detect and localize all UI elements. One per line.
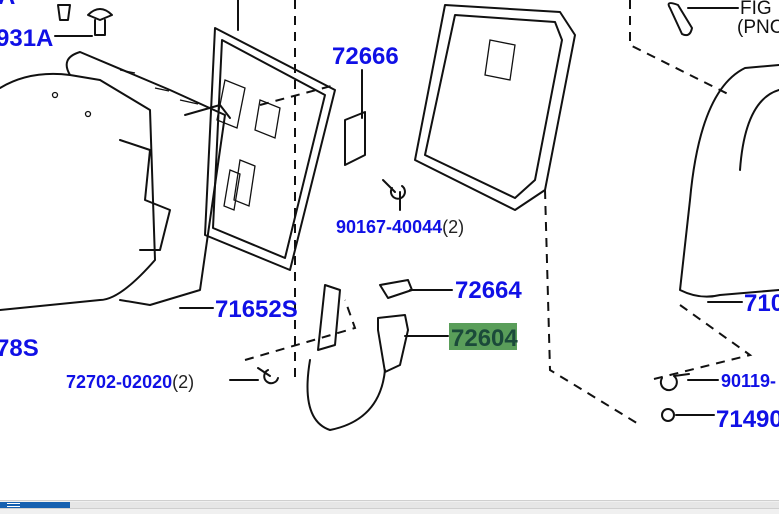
part-label-71490[interactable]: 71490 <box>716 406 779 433</box>
fig-reference-line1[interactable]: FIG <box>740 0 772 19</box>
part-label-a[interactable]: A <box>0 0 15 10</box>
seatback-panel-illustration <box>294 0 641 426</box>
part-label-78s[interactable]: 78S <box>0 335 39 362</box>
part-label-72664[interactable]: 72664 <box>455 277 522 304</box>
part-label-931a[interactable]: 931A <box>0 25 53 52</box>
scrollbar-track[interactable] <box>0 502 779 509</box>
quantity-72702: (2) <box>172 372 194 392</box>
part-label-71652s[interactable]: 71652S <box>215 296 298 323</box>
grip-icon <box>7 503 20 507</box>
part-label-710[interactable]: 710 <box>744 290 779 317</box>
leader-lines <box>54 7 743 416</box>
quantity-90167: (2) <box>442 217 464 237</box>
part-label-90167-40044-group: 90167-40044(2) <box>336 217 464 237</box>
seat-cushion-illustration <box>0 51 231 311</box>
scrollbar-thumb[interactable] <box>0 502 70 508</box>
part-label-72666[interactable]: 72666 <box>332 43 399 70</box>
seatback-frame-illustration <box>204 0 336 271</box>
horizontal-scrollbar[interactable] <box>0 500 779 514</box>
highlight-72604 <box>449 323 517 350</box>
part-label-72702-02020-group: 72702-02020(2) <box>66 372 194 392</box>
right-seat-illustration <box>629 0 779 381</box>
part-label-90119[interactable]: 90119- <box>721 371 776 391</box>
part-label-72702-02020[interactable]: 72702-02020 <box>66 372 172 392</box>
part-label-90167-40044[interactable]: 90167-40044 <box>336 217 442 237</box>
fig-reference-line2[interactable]: (PNC <box>737 17 779 38</box>
parts-diagram: A 931A 72666 90167-40044(2) 72664 71652S… <box>0 0 779 433</box>
fastener-illustrations <box>57 2 693 431</box>
part-label-72604[interactable]: 72604 <box>451 325 518 352</box>
